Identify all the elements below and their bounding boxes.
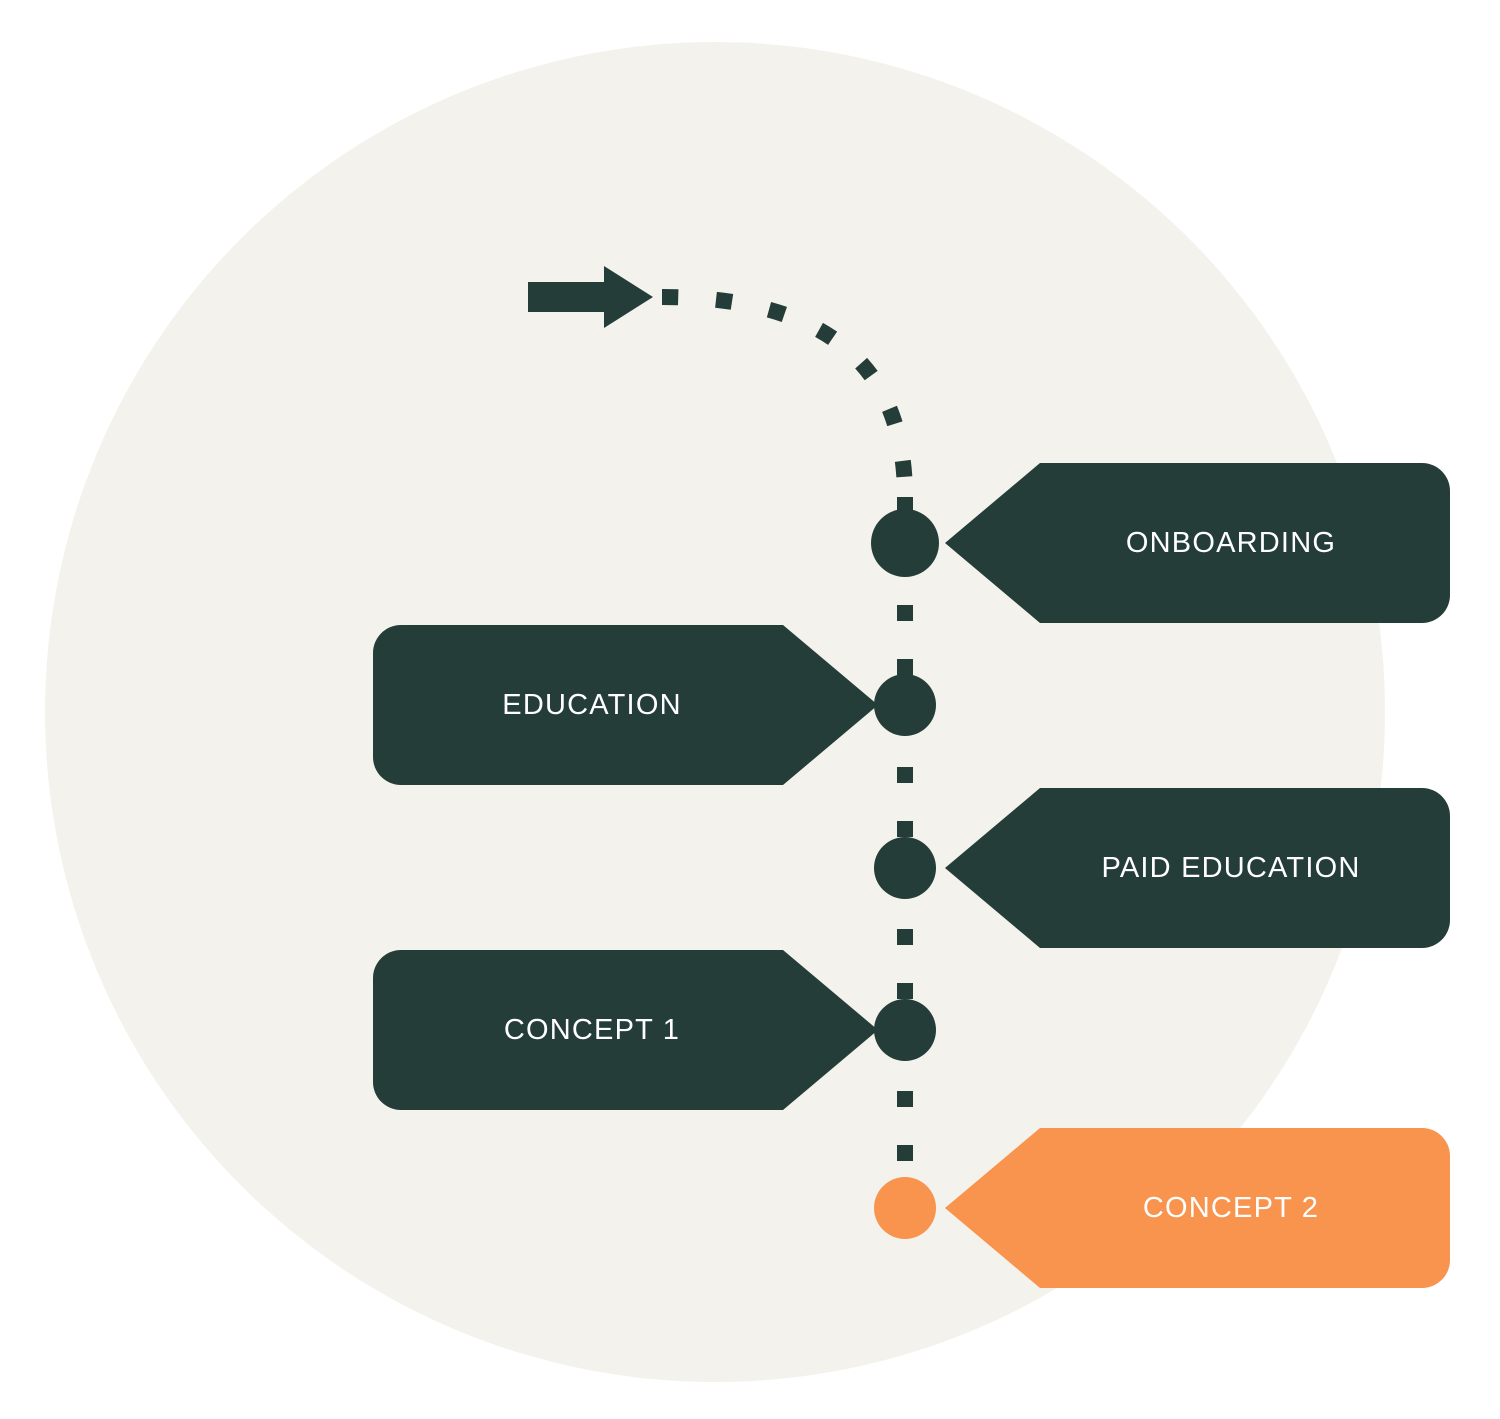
stage-label: EDUCATION — [502, 688, 682, 721]
banner-shape — [945, 788, 1450, 948]
stage-banner-concept-2: CONCEPT 2 — [945, 1128, 1450, 1288]
arrow-right-shape — [528, 266, 653, 328]
timeline-node-education — [874, 674, 936, 736]
banner-tag-left-point — [945, 788, 1450, 948]
banner-tag-right-point — [373, 625, 878, 785]
stage-banner-onboarding: ONBOARDING — [945, 463, 1450, 623]
stage-banner-paid-education: PAID EDUCATION — [945, 788, 1450, 948]
stage-banner-concept-1: CONCEPT 1 — [373, 950, 878, 1110]
timeline-node-onboarding — [871, 509, 939, 577]
stage-banner-education: EDUCATION — [373, 625, 878, 785]
banner-shape — [945, 1128, 1450, 1288]
banner-shape — [373, 625, 878, 785]
stage-label: ONBOARDING — [1125, 526, 1337, 559]
timeline-node-concept-2 — [874, 1177, 936, 1239]
banner-tag-left-point — [945, 1128, 1450, 1288]
dotted-curve-path — [661, 289, 913, 498]
banner-tag-left-point — [945, 463, 1450, 623]
stage-label: PAID EDUCATION — [1101, 851, 1361, 884]
banner-tag-right-point — [373, 950, 878, 1110]
timeline-node-concept-1 — [874, 999, 936, 1061]
banner-shape — [373, 950, 878, 1110]
stage-label: CONCEPT 2 — [1142, 1191, 1320, 1224]
arrow-right-icon — [528, 266, 653, 328]
banner-shape — [945, 463, 1450, 623]
timeline-node-paid-education — [874, 837, 936, 899]
stage-label: CONCEPT 1 — [503, 1013, 681, 1046]
